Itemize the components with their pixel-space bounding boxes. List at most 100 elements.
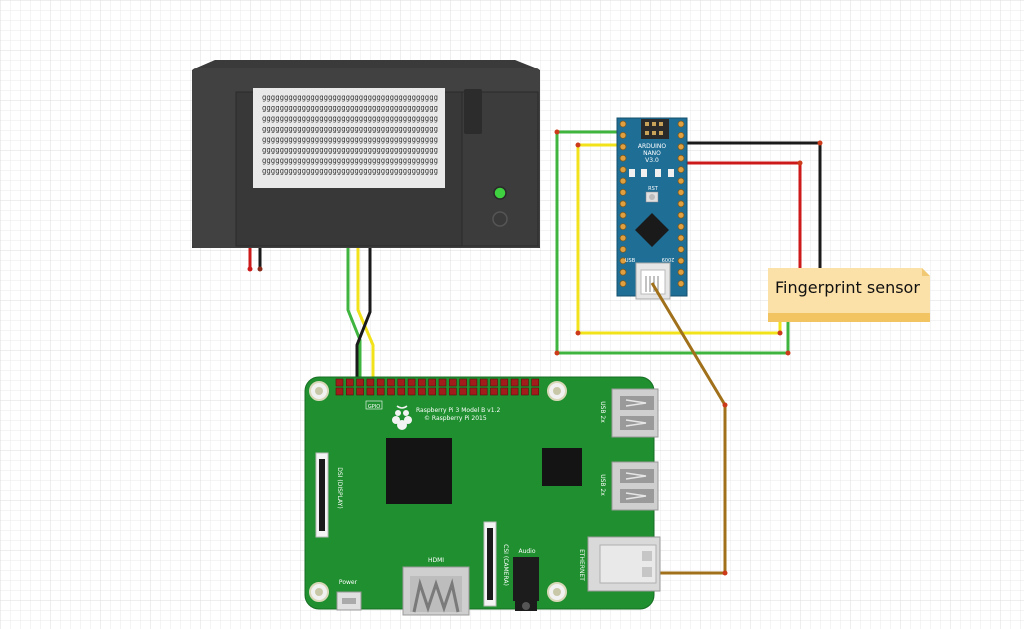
- header-pin[interactable]: [619, 131, 627, 139]
- gpio-pin[interactable]: [469, 387, 478, 396]
- power-label: Power: [339, 579, 358, 586]
- header-pin[interactable]: [677, 200, 685, 208]
- gpio-pin[interactable]: [500, 387, 509, 396]
- gpio-pin[interactable]: [387, 387, 395, 396]
- gpio-pin[interactable]: [479, 378, 488, 387]
- gpio-pin[interactable]: [490, 387, 498, 396]
- gpio-pin[interactable]: [397, 387, 406, 396]
- printer-paper: [253, 88, 445, 188]
- gpio-pin[interactable]: [418, 378, 426, 387]
- header-pin[interactable]: [677, 223, 685, 231]
- header-pin[interactable]: [677, 166, 685, 174]
- usb-port-1[interactable]: [611, 388, 659, 438]
- arduino-name-label: ARDUINO: [638, 143, 667, 150]
- header-pin[interactable]: [677, 211, 685, 219]
- audio-jack[interactable]: [513, 557, 539, 611]
- header-pin[interactable]: [677, 257, 685, 265]
- gpio-pin[interactable]: [376, 387, 385, 396]
- header-pin[interactable]: [677, 143, 685, 151]
- gpio-pin[interactable]: [448, 378, 457, 387]
- arduino-left-header[interactable]: [619, 120, 627, 288]
- micro-usb-power-port[interactable]: [336, 591, 362, 611]
- header-pin[interactable]: [677, 268, 685, 276]
- gpio-pin[interactable]: [531, 378, 540, 387]
- printer-paper-text: gggggggggggggggggggggggggggggggggggggggg…: [262, 93, 438, 176]
- audio-label: Audio: [518, 548, 535, 555]
- gpio-header[interactable]: [335, 378, 540, 396]
- arduino-year-label: 2009: [662, 256, 675, 262]
- paper-text-row: gggggggggggggggggggggggggggggggggggggggg: [262, 125, 438, 134]
- gpio-pin[interactable]: [490, 378, 498, 387]
- header-pin[interactable]: [619, 268, 627, 276]
- gpio-pin[interactable]: [407, 387, 416, 396]
- gpio-pin[interactable]: [459, 378, 467, 387]
- printer-led: [493, 186, 507, 200]
- header-pin[interactable]: [619, 257, 627, 265]
- hdmi-port[interactable]: [402, 566, 470, 616]
- gpio-pin[interactable]: [448, 387, 457, 396]
- header-pin[interactable]: [619, 166, 627, 174]
- gpio-pin[interactable]: [510, 378, 519, 387]
- header-pin[interactable]: [619, 120, 627, 128]
- lan-usb-chip: [542, 448, 582, 486]
- gpio-pin[interactable]: [335, 378, 344, 387]
- arduino-version-label: V3.0: [645, 157, 659, 164]
- gpio-pin[interactable]: [479, 387, 488, 396]
- header-pin[interactable]: [619, 200, 627, 208]
- header-pin[interactable]: [677, 245, 685, 253]
- gpio-pin[interactable]: [366, 387, 375, 396]
- header-pin[interactable]: [677, 154, 685, 162]
- gpio-pin[interactable]: [345, 378, 354, 387]
- header-pin[interactable]: [677, 120, 685, 128]
- gpio-pin[interactable]: [387, 378, 395, 387]
- header-pin[interactable]: [677, 188, 685, 196]
- gpio-pin[interactable]: [521, 378, 529, 387]
- header-pin[interactable]: [619, 154, 627, 162]
- gpio-pin[interactable]: [345, 387, 354, 396]
- gpio-pin[interactable]: [469, 378, 478, 387]
- printer-feed-button[interactable]: [492, 211, 508, 227]
- raspberry-pi[interactable]: GPIO Raspberry Pi 3 Model B v1.2 © Raspb…: [304, 376, 661, 616]
- header-pin[interactable]: [619, 143, 627, 151]
- gpio-pin[interactable]: [376, 378, 385, 387]
- header-pin[interactable]: [619, 280, 627, 288]
- paper-text-row: gggggggggggggggggggggggggggggggggggggggg: [262, 114, 438, 123]
- gpio-pin[interactable]: [366, 378, 375, 387]
- gpio-pin[interactable]: [510, 387, 519, 396]
- gpio-pin[interactable]: [397, 378, 406, 387]
- header-pin[interactable]: [677, 177, 685, 185]
- gpio-pin[interactable]: [356, 378, 364, 387]
- gpio-pin[interactable]: [428, 378, 437, 387]
- gpio-pin[interactable]: [428, 387, 437, 396]
- arduino-right-header[interactable]: [677, 120, 685, 288]
- header-pin[interactable]: [677, 234, 685, 242]
- header-pin[interactable]: [677, 280, 685, 288]
- usb-port-2-label: USB 2x: [599, 474, 606, 496]
- mounting-holes: [309, 381, 567, 602]
- arduino-nano[interactable]: ARDUINO NANO V3.0 RST USB 2009: [616, 117, 688, 300]
- gpio-pin[interactable]: [356, 387, 364, 396]
- header-pin[interactable]: [619, 245, 627, 253]
- gpio-pin[interactable]: [438, 387, 447, 396]
- csi-label: CSI (CAMERA): [502, 544, 509, 586]
- gpio-pin[interactable]: [418, 387, 426, 396]
- header-pin[interactable]: [619, 188, 627, 196]
- gpio-pin[interactable]: [407, 378, 416, 387]
- paper-text-row: gggggggggggggggggggggggggggggggggggggggg: [262, 135, 438, 144]
- header-pin[interactable]: [619, 234, 627, 242]
- gpio-pin[interactable]: [459, 387, 467, 396]
- header-pin[interactable]: [677, 131, 685, 139]
- gpio-pin[interactable]: [438, 378, 447, 387]
- gpio-pin[interactable]: [335, 387, 344, 396]
- paper-feed-lever[interactable]: [464, 89, 482, 134]
- fingerprint-sensor-note[interactable]: Fingerprint sensor: [768, 268, 930, 322]
- thermal-printer[interactable]: gggggggggggggggggggggggggggggggggggggggg…: [192, 60, 540, 272]
- header-pin[interactable]: [619, 223, 627, 231]
- gpio-pin[interactable]: [500, 378, 509, 387]
- header-pin[interactable]: [619, 211, 627, 219]
- header-pin[interactable]: [619, 177, 627, 185]
- gpio-pin[interactable]: [521, 387, 529, 396]
- gpio-pin[interactable]: [531, 387, 540, 396]
- ethernet-port[interactable]: [587, 536, 661, 592]
- usb-port-2[interactable]: [611, 461, 659, 511]
